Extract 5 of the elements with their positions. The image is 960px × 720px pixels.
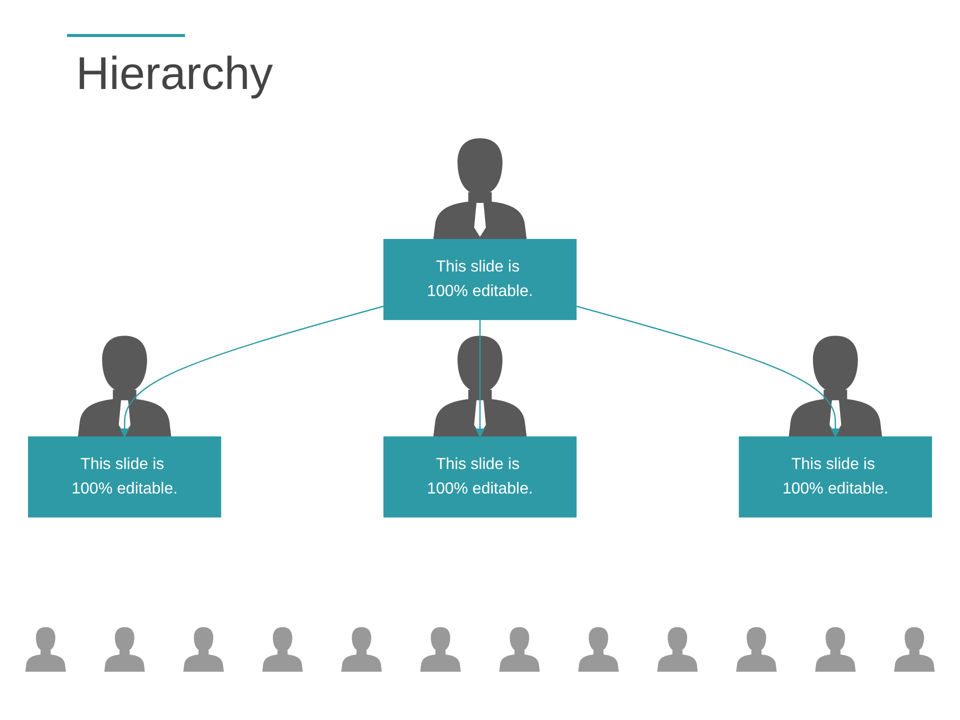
node-box: This slide is 100% editable.	[738, 436, 932, 518]
node-box: This slide is 100% editable.	[383, 436, 577, 518]
node-box: This slide is 100% editable.	[28, 436, 222, 518]
slide-title: Hierarchy	[76, 46, 273, 100]
node-box: This slide is 100% editable.	[383, 238, 577, 320]
